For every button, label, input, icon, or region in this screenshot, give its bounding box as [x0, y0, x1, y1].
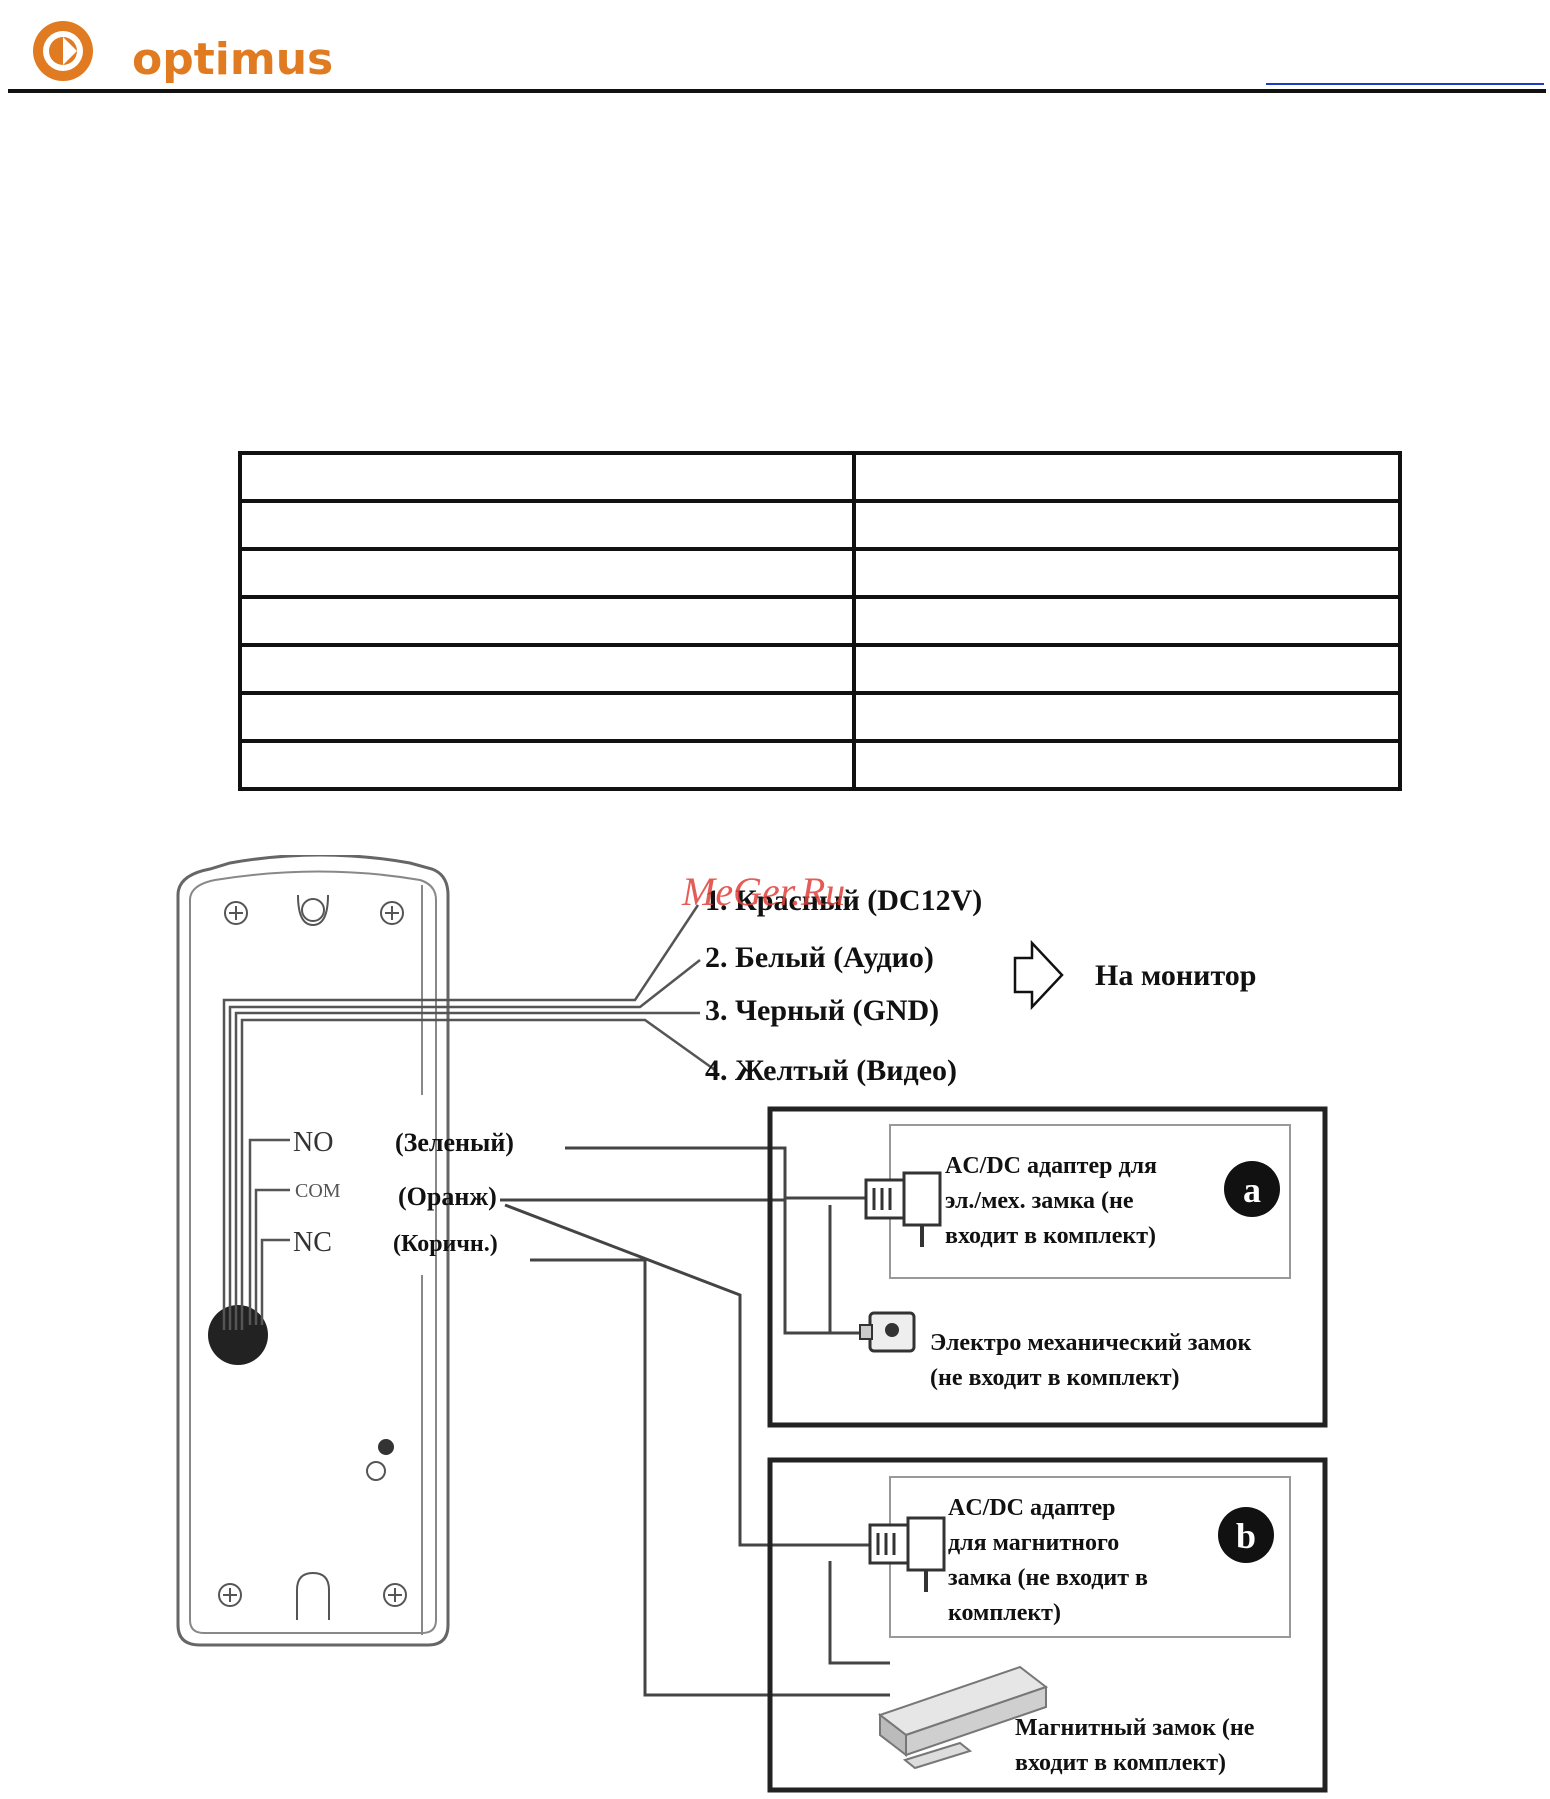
table-row [238, 643, 1402, 695]
option-a-box: AC/DC адаптер для эл./мех. замка (не вхо… [767, 1106, 1328, 1428]
terminal-com: COM [295, 1180, 341, 1202]
terminal-com-color: (Оранж) [398, 1182, 497, 1211]
wiring-diagram: 1. Красный (DC12V) 2. Белый (Аудио) 3. Ч… [176, 855, 1328, 1793]
table-cell [238, 643, 856, 695]
badge-b-icon [1218, 1507, 1274, 1563]
adapter-a-line-3: входит в комплект) [945, 1223, 1156, 1249]
monitor-wire-bundle [222, 904, 716, 1330]
table-cell [852, 643, 1402, 695]
adapter-b-line-1: AC/DC адаптер [948, 1495, 1115, 1521]
logo-text: optimus [132, 34, 334, 85]
table-cell [852, 451, 1402, 503]
led-icon [378, 1439, 394, 1455]
power-adapter-icon [864, 1171, 942, 1247]
terminal-nc-color: (Коричн.) [393, 1231, 498, 1257]
watermark: MeGer.Ru [681, 869, 845, 914]
mount-hole-icon [297, 894, 329, 927]
screw-icon [224, 901, 248, 925]
table-cell [852, 547, 1402, 599]
electro-mechanical-lock-icon [859, 1311, 916, 1353]
screw-icon [380, 901, 404, 925]
screw-icon [383, 1583, 407, 1607]
arrow-right-icon [1013, 939, 1064, 1011]
door-station-panel [176, 855, 450, 1647]
table-cell [238, 595, 856, 647]
sensor-icon [366, 1461, 386, 1481]
monitor-label: На монитор [1095, 959, 1256, 992]
mount-hole-icon [296, 1571, 330, 1620]
option-b-box: AC/DC адаптер для магнитного замка (не в… [767, 1457, 1328, 1793]
table-cell [852, 595, 1402, 647]
badge-a-letter: a [1243, 1170, 1261, 1210]
lock-a-line-1: Электро механический замок [930, 1330, 1251, 1356]
lock-wiring [500, 1146, 890, 1697]
terminal-nc: NC [293, 1227, 332, 1258]
table-cell [238, 691, 856, 743]
table-cell [852, 739, 1402, 791]
badge-b-letter: b [1236, 1516, 1256, 1556]
adapter-a-line-1: AC/DC адаптер для [945, 1153, 1157, 1179]
badge-a-icon [1224, 1161, 1280, 1217]
table-row [238, 739, 1402, 791]
wire-label-white: 2. Белый (Аудио) [705, 941, 934, 974]
lock-a-line-2: (не входит в комплект) [930, 1365, 1180, 1391]
table-cell [852, 499, 1402, 551]
adapter-a-line-2: эл./мех. замка (не [945, 1188, 1134, 1214]
magnetic-lock-icon [877, 1665, 1049, 1770]
wire-label-red: 1. Красный (DC12V) [705, 884, 982, 917]
header-divider [8, 89, 1546, 93]
table-row [238, 451, 1402, 503]
optimus-logo: optimus [28, 16, 333, 86]
table-row [238, 691, 1402, 743]
adapter-b-line-4: комплект) [948, 1600, 1061, 1626]
wire-label-yellow: 4. Желтый (Видео) [705, 1054, 957, 1087]
adapter-b-line-2: для магнитного [948, 1530, 1119, 1556]
terminal-no-color: (Зеленый) [395, 1128, 514, 1157]
table-cell [238, 547, 856, 599]
cable-grommet [208, 1305, 268, 1365]
screw-icon [218, 1583, 242, 1607]
lock-b-line-1: Магнитный замок (не [1015, 1715, 1255, 1741]
spec-table [238, 451, 1402, 791]
table-row [238, 595, 1402, 647]
terminal-no: NO [293, 1127, 333, 1158]
table-cell [238, 739, 856, 791]
table-cell [238, 499, 856, 551]
power-adapter-icon [868, 1516, 946, 1592]
wire-label-black: 3. Черный (GND) [705, 994, 939, 1027]
table-row [238, 499, 1402, 551]
adapter-b-line-3: замка (не входит в [948, 1565, 1148, 1591]
table-row [238, 547, 1402, 599]
optimus-logo-icon [33, 21, 93, 81]
header-link-underline[interactable] [1266, 83, 1544, 85]
table-cell [852, 691, 1402, 743]
lock-b-line-2: входит в комплект) [1015, 1750, 1226, 1776]
table-cell [238, 451, 856, 503]
